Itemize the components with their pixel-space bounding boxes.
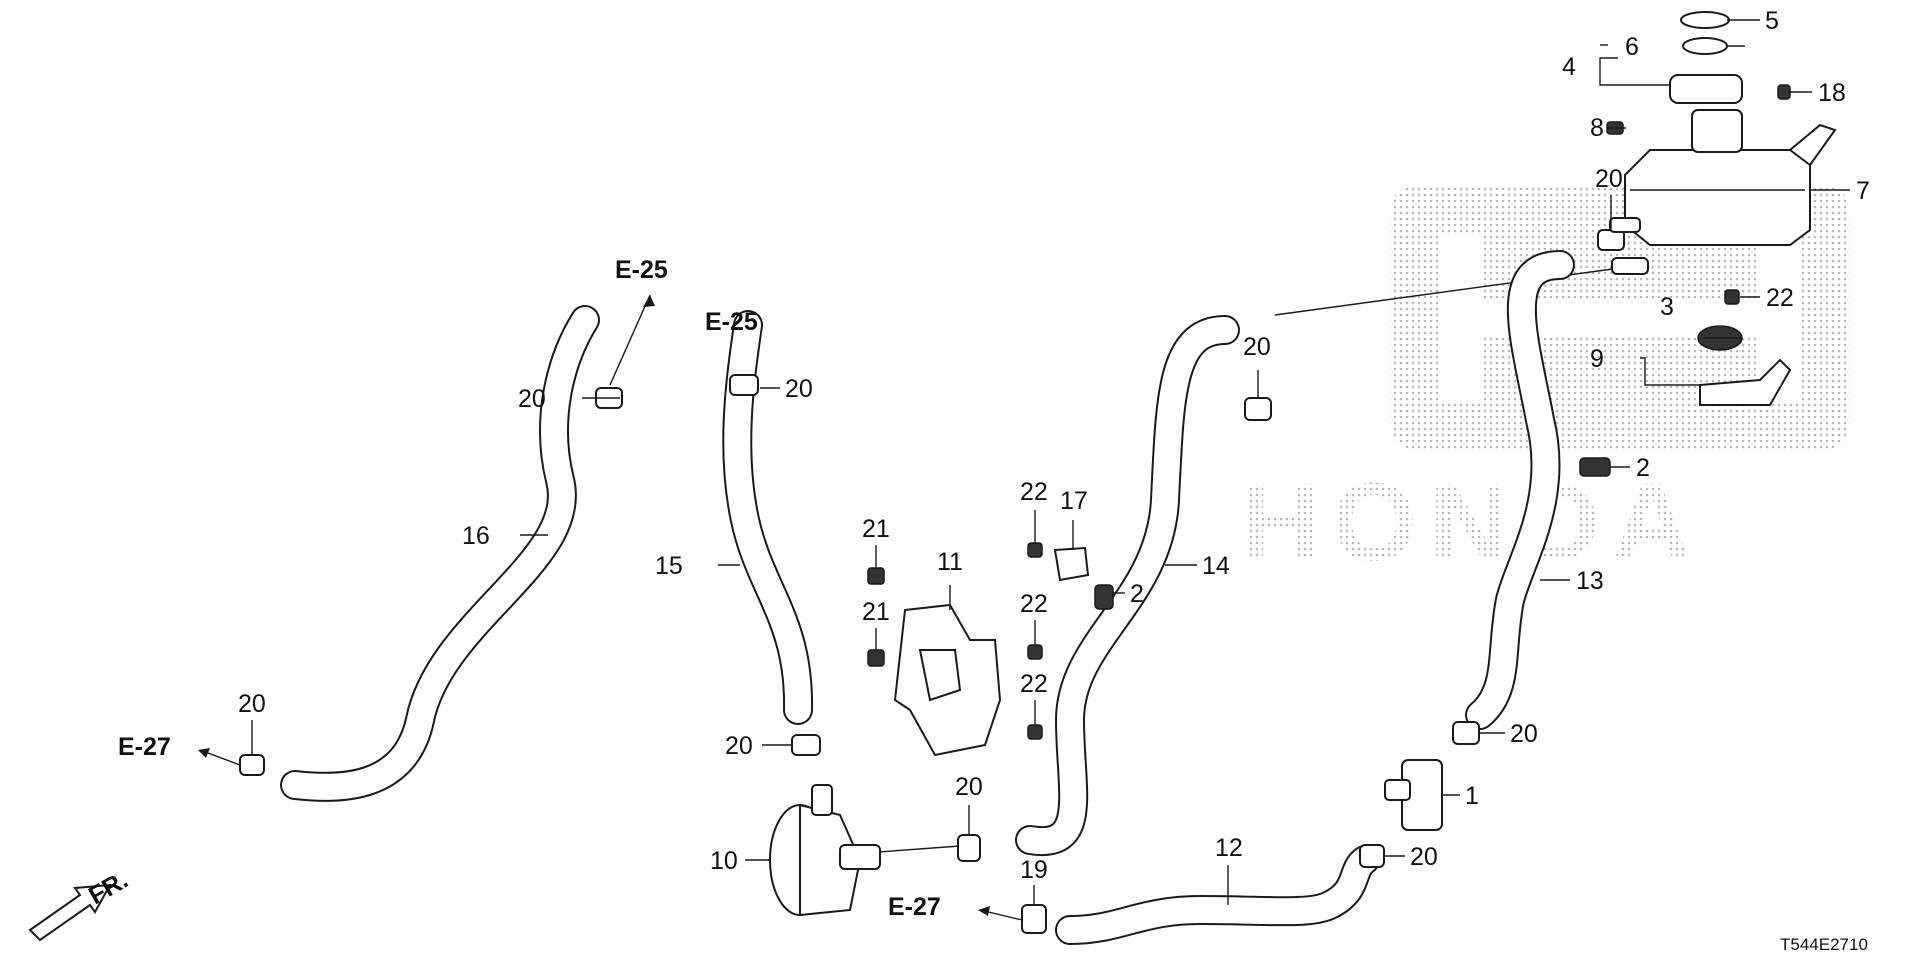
label-20-hose15-bottom: 20 xyxy=(725,732,753,760)
part-labels: 5 6 4 18 8 7 20 22 3 9 2 20 20 20 16 15 … xyxy=(238,7,1870,884)
clamp-20-hose12 xyxy=(1359,844,1385,868)
reservoir-tank xyxy=(1609,109,1837,275)
label-9: 9 xyxy=(1590,345,1604,373)
honda-watermark-text: HONDA xyxy=(1240,461,1703,584)
label-13: 13 xyxy=(1576,567,1604,595)
label-2-right: 2 xyxy=(1636,454,1650,482)
label-21-a: 21 xyxy=(862,515,890,543)
label-22-tank: 22 xyxy=(1766,284,1794,312)
diagram-code: T544E2710 xyxy=(1780,935,1868,954)
label-22-c: 22 xyxy=(1020,670,1048,698)
label-22-a: 22 xyxy=(1020,478,1048,506)
ref-e25-right: E-25 xyxy=(705,308,758,336)
label-15: 15 xyxy=(655,552,683,580)
label-18: 18 xyxy=(1818,79,1846,107)
reference-arrows: E-25 E-25 E-27 E-27 xyxy=(118,256,1023,921)
label-4: 4 xyxy=(1562,53,1576,81)
label-7: 7 xyxy=(1856,177,1870,205)
clamp-20-hose13-bottom xyxy=(1452,721,1480,745)
label-22-b: 22 xyxy=(1020,590,1048,618)
bracket-17 xyxy=(1053,546,1090,582)
label-20-hose14: 20 xyxy=(1243,333,1271,361)
clamp-20-hose16-bottom xyxy=(239,754,265,776)
bolt-22-b xyxy=(1027,644,1043,660)
clamp-20-hose15-top xyxy=(729,374,759,396)
bolt-22-c xyxy=(1027,724,1043,740)
label-3: 3 xyxy=(1660,293,1674,321)
label-10: 10 xyxy=(710,847,738,875)
bolt-21-a xyxy=(867,567,885,585)
reservoir-cap xyxy=(1669,11,1743,104)
hose-12 xyxy=(1055,845,1380,945)
label-8: 8 xyxy=(1590,114,1604,142)
bolt-22-a xyxy=(1027,542,1043,558)
label-2-center: 2 xyxy=(1130,580,1144,608)
ref-e27-left: E-27 xyxy=(118,733,171,761)
label-20-hose16-top: 20 xyxy=(518,385,546,413)
clamps xyxy=(239,229,1625,934)
label-14: 14 xyxy=(1202,552,1230,580)
clip-2-center xyxy=(1094,584,1114,610)
small-parts xyxy=(867,84,1792,740)
label-11: 11 xyxy=(937,548,963,576)
label-20-hose12: 20 xyxy=(1410,843,1438,871)
label-19: 19 xyxy=(1020,856,1048,884)
label-20-hose15-top: 20 xyxy=(785,375,813,403)
clamp-20-pump xyxy=(957,834,981,862)
front-arrow: FR. xyxy=(28,866,133,942)
clamp-20-hose14 xyxy=(1244,397,1272,421)
clamp-19 xyxy=(1021,904,1047,934)
label-6: 6 xyxy=(1625,33,1639,61)
label-16: 16 xyxy=(462,522,490,550)
bolt-21-b xyxy=(867,649,885,667)
hose-16 xyxy=(280,305,600,802)
clamp-20-hose15-bottom xyxy=(791,734,821,756)
label-5: 5 xyxy=(1765,7,1779,35)
joint-1 xyxy=(1384,759,1443,831)
label-20-tank: 20 xyxy=(1595,165,1623,193)
label-12: 12 xyxy=(1215,834,1243,862)
ref-e25-left: E-25 xyxy=(615,256,668,284)
o-ring-5 xyxy=(1680,11,1730,29)
label-leaders xyxy=(251,19,1850,905)
bracket-9 xyxy=(1699,358,1792,406)
clip-2-right xyxy=(1579,457,1611,477)
bolt-22-tank xyxy=(1724,289,1740,305)
label-20-hose16-bottom: 20 xyxy=(238,690,266,718)
label-21-b: 21 xyxy=(862,598,890,626)
label-20-pump: 20 xyxy=(955,773,983,801)
label-20-hose13-bottom: 20 xyxy=(1510,720,1538,748)
hose-14 xyxy=(1015,315,1240,857)
water-pump xyxy=(769,784,881,917)
label-1: 1 xyxy=(1465,782,1479,810)
hose-13 xyxy=(1465,250,1575,730)
o-ring-6 xyxy=(1682,37,1728,55)
bolt-18 xyxy=(1777,84,1791,100)
bracket-11 xyxy=(893,603,1002,757)
ref-e27-bottom: E-27 xyxy=(888,893,941,921)
label-17: 17 xyxy=(1060,487,1088,515)
